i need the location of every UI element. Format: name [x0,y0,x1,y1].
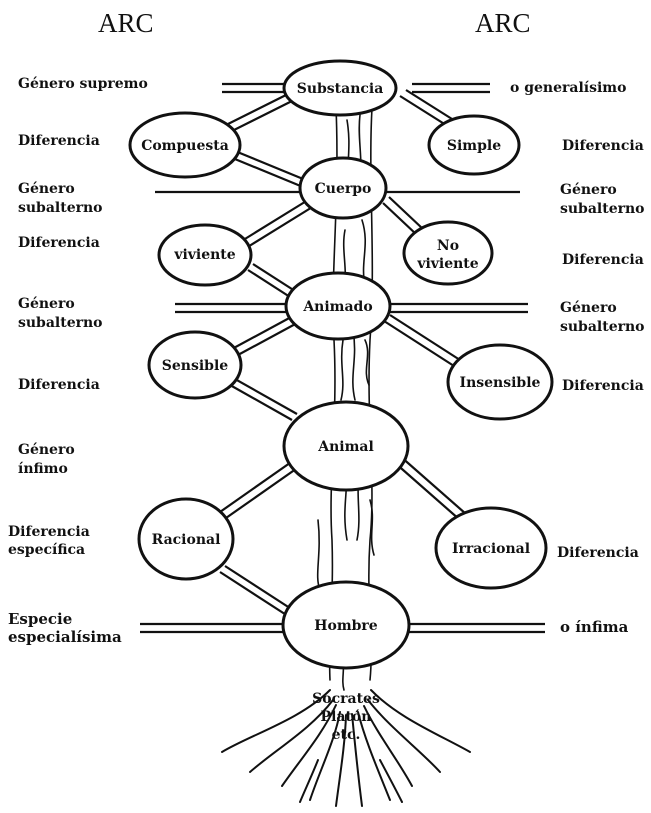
individual-etc: etc. [332,727,361,743]
left-diferencia-1: Diferencia [18,133,100,149]
tree-roots [221,689,471,807]
individual-platon: Platón [321,709,372,725]
left-especie-b: especialísima [8,628,122,646]
left-infimo-a: Género [18,442,75,458]
left-subalterno-2a: Género [18,296,75,312]
node-hombre-label: Hombre [314,618,378,634]
node-irracional: Irracional [434,506,548,590]
node-viviente-label: viviente [173,247,235,263]
right-infima: o ínfima [560,618,629,636]
left-diferencia-2: Diferencia [18,235,100,251]
header-left: ARC [98,8,154,38]
left-especie-a: Especie [8,610,72,628]
left-especifica-b: específica [8,542,85,558]
node-no-viviente-label-2: viviente [416,256,478,272]
node-animal: Animal [282,400,410,492]
left-genero-supremo: Género supremo [18,76,148,92]
node-viviente: viviente [157,223,253,287]
node-racional-label: Racional [152,532,221,548]
left-subalterno-1b: subalterno [18,200,103,216]
right-diferencia-2: Diferencia [562,252,644,268]
right-diferencia-4: Diferencia [557,545,639,561]
node-animal-label: Animal [317,439,374,455]
left-especifica-a: Diferencia [8,524,90,540]
right-subalterno-1b: subalterno [560,201,645,217]
right-generalisimo: o generalísimo [510,80,626,96]
node-cuerpo: Cuerpo [298,156,388,220]
node-irracional-label: Irracional [452,541,530,557]
node-cuerpo-label: Cuerpo [315,181,372,197]
right-labels: o generalísimo Diferencia Género subalte… [510,80,645,636]
right-subalterno-1a: Género [560,182,617,198]
node-hombre: Hombre [281,580,411,670]
right-diferencia-3: Diferencia [562,378,644,394]
node-simple-label: Simple [447,138,501,154]
left-subalterno-2b: subalterno [18,315,103,331]
node-no-viviente-label-1: No [437,238,459,254]
left-infimo-b: ínfimo [18,461,68,477]
node-insensible: Insensible [446,343,554,421]
left-subalterno-1a: Género [18,181,75,197]
horizontal-rails [140,82,545,634]
right-diferencia-1: Diferencia [562,138,644,154]
node-sensible-label: Sensible [162,358,229,374]
node-animado-label: Animado [302,299,372,315]
diagonal-branches [218,89,467,619]
node-insensible-label: Insensible [460,375,541,391]
right-subalterno-2b: subalterno [560,319,645,335]
node-simple: Simple [427,114,521,176]
node-sensible: Sensible [147,330,243,400]
node-substancia: Substancia [282,59,398,117]
node-compuesta-label: Compuesta [141,138,229,154]
node-animado: Animado [284,271,392,341]
individual-socrates: Sócrates [312,691,380,707]
node-racional: Racional [137,497,235,581]
right-subalterno-2a: Género [560,300,617,316]
node-compuesta: Compuesta [128,111,242,179]
left-labels: Género supremo Diferencia Género subalte… [8,76,148,646]
node-substancia-label: Substancia [297,81,384,97]
header-right: ARC [475,8,531,38]
left-diferencia-3: Diferencia [18,377,100,393]
node-no-viviente: No viviente [402,220,494,286]
